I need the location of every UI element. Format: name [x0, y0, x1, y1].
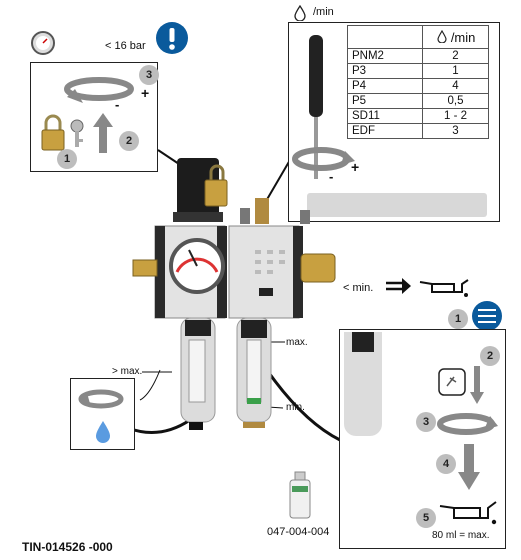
down-arrow-icon [470, 366, 484, 404]
rotate-arrow-icon [437, 413, 498, 435]
oil-bottle-icon [289, 471, 311, 519]
rate-cell: 1 [422, 63, 489, 79]
frl-unit-illustration [132, 158, 336, 430]
refill-step-icon [472, 301, 502, 331]
table-header-rate: /min [422, 25, 489, 49]
down-arrow-icon [458, 444, 480, 490]
oil-drop-icon [437, 29, 447, 44]
pressure-limit-label: < 16 bar [105, 40, 146, 52]
decrease-sign: - [115, 97, 120, 112]
model-cell: EDF [347, 123, 423, 139]
oil-bottle-code: 047-004-004 [267, 526, 330, 538]
step-badge-5: 5 [416, 508, 436, 528]
padlock-icon [41, 114, 65, 151]
up-arrow-icon [93, 113, 113, 153]
rotate-arrow-icon [292, 147, 355, 171]
decrease-sign: - [329, 169, 334, 184]
drain-instruction-box [70, 378, 135, 450]
model-cell: P3 [347, 63, 423, 79]
rate-cell: 4 [422, 78, 489, 94]
key-icon [70, 119, 84, 147]
rate-cell: 1 - 2 [422, 108, 489, 124]
max-label-left: > max. [112, 366, 143, 377]
increase-sign: + [141, 85, 150, 101]
oil-drop-icon [294, 5, 306, 21]
refill-procedure-box: 2 3 4 5 80 ml = max. [339, 329, 506, 549]
warning-exclamation-icon [156, 22, 188, 54]
max-label: max. [286, 337, 308, 348]
step-badge-3: 3 [139, 65, 159, 85]
step-badge-4: 4 [436, 454, 456, 474]
min-oil-label: < min. [343, 282, 374, 294]
step-badge-1: 1 [448, 309, 468, 329]
table-header-model [347, 25, 423, 49]
double-arrow-icon [386, 278, 411, 294]
regulator-adjust-box: - + 3 2 1 [30, 62, 159, 172]
oil-rate-unit: /min [313, 6, 334, 18]
document-id: TIN-014526 -000 [22, 540, 113, 554]
table-header-unit: /min [450, 29, 476, 45]
refill-amount-label: 80 ml = max. [432, 530, 490, 541]
oil-can-icon [439, 501, 497, 525]
increase-sign: + [351, 159, 360, 175]
model-cell: P5 [347, 93, 423, 109]
step-badge-3: 3 [416, 412, 436, 432]
lubricator-top-view [307, 193, 487, 217]
fill-plug-icon [438, 368, 466, 396]
step-badge-2: 2 [119, 131, 139, 151]
step-badge-2: 2 [480, 346, 500, 366]
table-header-row: /min [347, 25, 489, 49]
rate-cell: 3 [422, 123, 489, 139]
rate-cell: 2 [422, 48, 489, 64]
water-drop-icon [96, 421, 110, 443]
step-badge-1: 1 [57, 149, 77, 169]
min-label: min. [286, 402, 305, 413]
rotate-arrow-icon [64, 77, 134, 103]
model-cell: PNM2 [347, 48, 423, 64]
oil-can-icon [419, 279, 469, 297]
model-cell: P4 [347, 78, 423, 94]
model-cell: SD11 [347, 108, 423, 124]
rotate-arrow-icon [78, 389, 124, 409]
rate-cell: 0,5 [422, 93, 489, 109]
pressure-gauge-icon [31, 31, 55, 55]
